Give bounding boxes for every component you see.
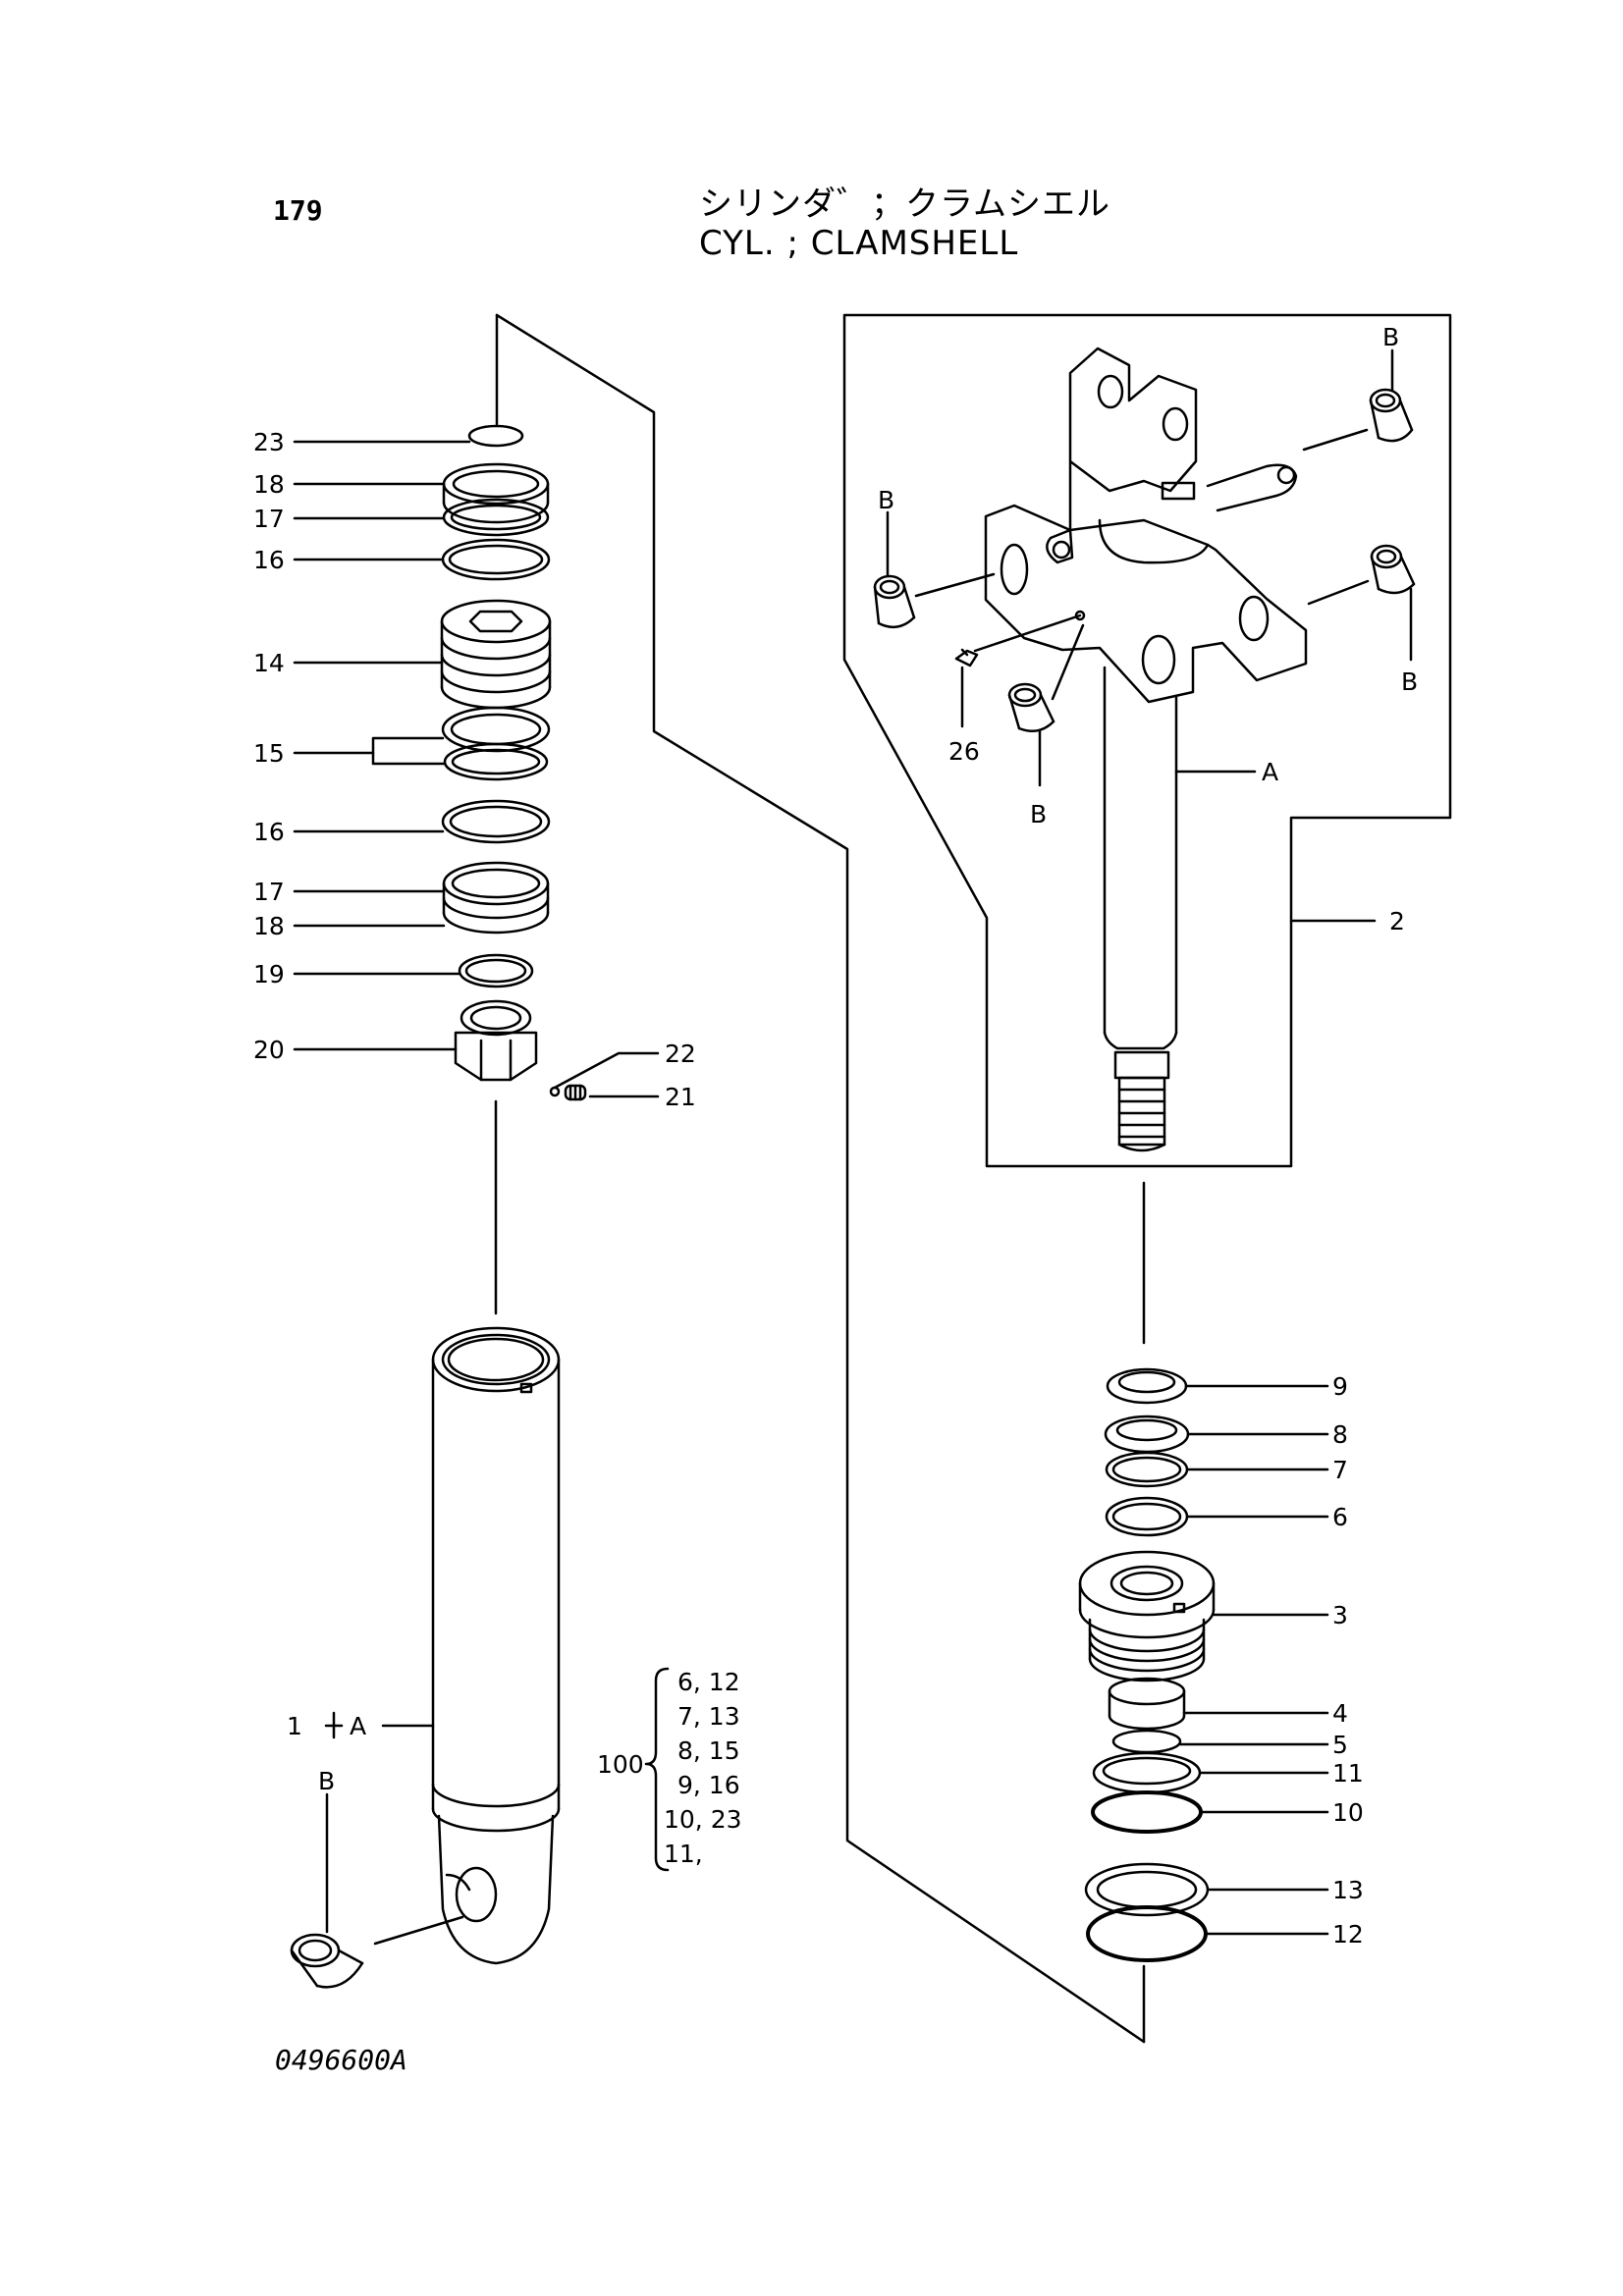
part-26-grease-fitting xyxy=(954,648,979,667)
kit-item: 9, 16 xyxy=(677,1771,740,1799)
callout-b: B xyxy=(1401,667,1418,696)
part-14-piston xyxy=(440,599,552,710)
part-6-ring xyxy=(1105,1496,1189,1537)
part-4-bushing xyxy=(1108,1677,1186,1731)
callout-19: 19 xyxy=(253,960,285,988)
part-15-seal-set xyxy=(441,706,551,781)
part-8-seal xyxy=(1104,1415,1190,1454)
title-english: CYL. ; CLAMSHELL xyxy=(699,224,1019,263)
kit-item: 7, 13 xyxy=(677,1702,740,1731)
part-16-ring-lower xyxy=(441,799,551,844)
callout-13: 13 xyxy=(1332,1876,1364,1904)
part-20-nut xyxy=(454,999,538,1082)
callout-18: 18 xyxy=(253,470,285,499)
callout-8: 8 xyxy=(1332,1420,1348,1449)
part-7-ring xyxy=(1105,1451,1189,1488)
callout-3: 3 xyxy=(1332,1601,1348,1629)
callout-21: 21 xyxy=(665,1083,696,1111)
kit-item: 6, 12 xyxy=(677,1668,740,1696)
callout-b: B xyxy=(318,1767,335,1795)
kit-item: 10, 23 xyxy=(664,1805,742,1834)
callout-b: B xyxy=(1382,323,1399,351)
callout-11: 11 xyxy=(1332,1759,1364,1788)
callout-14: 14 xyxy=(253,649,285,677)
callout-22: 22 xyxy=(665,1040,696,1068)
rod-assembly-frame xyxy=(842,313,1452,1168)
part-1-cylinder-tube xyxy=(431,1326,561,1965)
kit-item: 11, xyxy=(664,1840,703,1868)
callout-26: 26 xyxy=(948,737,980,766)
part-23-oring xyxy=(467,424,524,448)
part-11-backup-ring xyxy=(1092,1751,1202,1794)
assembly-boundary-line xyxy=(495,313,1146,2044)
callout-12: 12 xyxy=(1332,1920,1364,1949)
callout-5: 5 xyxy=(1332,1731,1348,1759)
drawing-code: 0496600A xyxy=(275,2044,407,2076)
part-19-cushion-ring xyxy=(458,953,534,988)
callout-9: 9 xyxy=(1332,1372,1348,1401)
callout-23: 23 xyxy=(253,428,285,456)
part-3-cylinder-head xyxy=(1078,1550,1216,1682)
callout-16: 16 xyxy=(253,546,285,574)
rod-head-clevis xyxy=(984,347,1308,704)
callout-a: A xyxy=(350,1712,366,1740)
callout-b: B xyxy=(1030,800,1047,828)
part-17-18-rings-lower xyxy=(442,861,550,934)
callout-16: 16 xyxy=(253,818,285,846)
kit-item: 8, 15 xyxy=(677,1736,740,1765)
title-japanese: シリンダ゛；クラムシエル xyxy=(699,185,1110,224)
callout-20: 20 xyxy=(253,1036,285,1064)
part-9-wiper-ring xyxy=(1106,1367,1188,1405)
part-b-bushing-right xyxy=(1370,544,1416,595)
part-18-backup-ring-upper xyxy=(442,462,550,524)
callout-10: 10 xyxy=(1332,1798,1364,1827)
callout-b: B xyxy=(878,486,894,514)
part-5-snap-ring xyxy=(1111,1729,1182,1754)
page-number: 179 xyxy=(273,194,323,227)
callout-18: 18 xyxy=(253,912,285,940)
callout-1: 1 xyxy=(287,1712,302,1740)
callout-labels: 23 18 17 16 14 15 16 17 18 19 20 22 21 1… xyxy=(253,323,1418,1949)
part-2-piston-rod xyxy=(1103,666,1178,1152)
callout-6: 6 xyxy=(1332,1503,1348,1531)
callout-a: A xyxy=(1262,758,1278,786)
part-10-oring xyxy=(1091,1790,1203,1834)
callout-2: 2 xyxy=(1389,907,1405,935)
callout-4: 4 xyxy=(1332,1699,1348,1728)
kit-number: 100 xyxy=(597,1750,644,1779)
callout-7: 7 xyxy=(1332,1456,1348,1484)
part-b-bushing-left xyxy=(873,574,916,629)
part-b-bushing-left-bottom xyxy=(290,1933,364,1989)
part-16-ring-upper xyxy=(441,538,551,581)
callout-15: 15 xyxy=(253,739,285,768)
part-b-bushing-bottom xyxy=(1007,682,1055,733)
part-b-bushing-top-right xyxy=(1369,388,1414,443)
part-21-set-screw xyxy=(564,1084,587,1101)
callout-17: 17 xyxy=(253,878,285,906)
callout-17: 17 xyxy=(253,505,285,533)
